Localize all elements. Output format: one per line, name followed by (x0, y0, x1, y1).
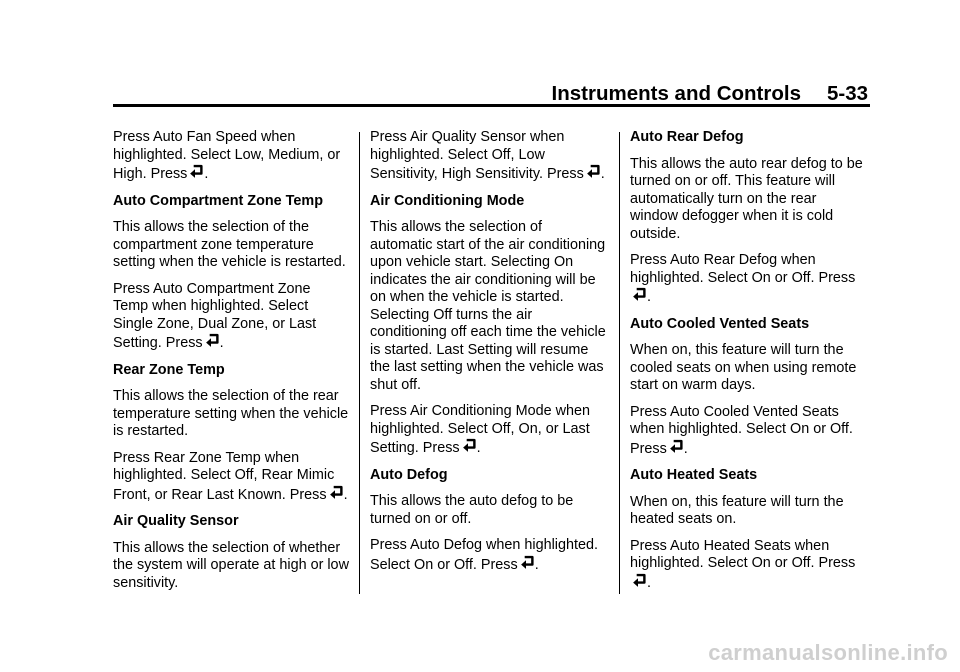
trailing-punctuation: . (476, 440, 481, 456)
paragraph-text: This allows the selection of whether the… (113, 539, 349, 591)
body-paragraph: When on, this feature will turn the cool… (630, 342, 866, 395)
paragraph-text: Press Auto Cooled Vented Seats when high… (630, 403, 853, 457)
page-header: Instruments and Controls 5-33 (552, 82, 868, 106)
body-paragraph: This allows the selection of whether the… (113, 540, 349, 593)
paragraph-text: Press Auto Heated Seats when highlighted… (630, 537, 856, 572)
enter-select-icon (632, 287, 647, 302)
paragraph-text: This allows the auto defog to be turned … (370, 493, 574, 527)
enter-select-icon (669, 439, 684, 454)
column-divider (619, 132, 620, 594)
section-heading: Air Conditioning Mode (370, 193, 606, 211)
paragraph-text: Auto Heated Seats (630, 467, 758, 483)
trailing-punctuation: . (647, 574, 651, 591)
body-paragraph: Press Auto Fan Speed when highlighted. S… (113, 129, 349, 184)
paragraph-text: This allows the auto rear defog to be tu… (630, 155, 863, 242)
paragraph-text: Auto Rear Defog (630, 129, 744, 145)
body-paragraph: This allows the selection of the rear te… (113, 388, 349, 441)
enter-select-icon (189, 164, 204, 179)
paragraph-text: Press Auto Compartment Zone Temp when hi… (113, 280, 317, 352)
paragraph-text: This allows the selection of the compart… (113, 219, 346, 270)
body-paragraph: This allows the selection of the compart… (113, 219, 349, 272)
paragraph-text: Air Quality Sensor (113, 513, 239, 529)
section-heading: Auto Heated Seats (630, 467, 866, 485)
body-paragraph: This allows the auto rear defog to be tu… (630, 156, 866, 244)
trailing-punctuation: . (647, 289, 651, 305)
paragraph-text: Auto Cooled Vented Seats (630, 315, 810, 332)
column-1: Press Auto Fan Speed when highlighted. S… (113, 129, 349, 601)
trailing-punctuation: . (219, 335, 224, 351)
body-paragraph: Press Rear Zone Temp when highlighted. S… (113, 450, 349, 505)
body-paragraph: This allows the selection of automatic s… (370, 219, 606, 394)
paragraph-text: When on, this feature will turn the cool… (630, 342, 857, 393)
header-rule (113, 104, 870, 107)
enter-select-icon (632, 573, 647, 588)
paragraph-text: Press Auto Fan Speed when highlighted. S… (113, 129, 341, 182)
trailing-punctuation: . (204, 166, 209, 182)
body-paragraph: Press Auto Heated Seats when highlighted… (630, 538, 866, 593)
body-paragraph: Press Air Quality Sensor when highlighte… (370, 129, 606, 184)
enter-select-icon (205, 333, 220, 348)
enter-select-icon (520, 555, 535, 570)
column-divider (359, 132, 360, 594)
paragraph-text: Auto Defog (370, 466, 448, 483)
paragraph-text: Press Auto Rear Defog when highlighted. … (630, 252, 856, 286)
paragraph-text: Auto Compartment Zone Temp (113, 192, 323, 209)
paragraph-text: Rear Zone Temp (113, 361, 225, 378)
paragraph-text: Press Air Quality Sensor when highlighte… (370, 129, 584, 182)
enter-select-icon (462, 438, 477, 453)
trailing-punctuation: . (683, 440, 688, 457)
paragraph-text: This allows the selection of automatic s… (370, 219, 606, 393)
body-paragraph: Press Auto Cooled Vented Seats when high… (630, 404, 866, 459)
trailing-punctuation: . (343, 486, 348, 503)
paragraph-text: Press Rear Zone Temp when highlighted. S… (113, 449, 335, 503)
body-paragraph: Press Auto Compartment Zone Temp when hi… (113, 281, 349, 353)
body-paragraph: This allows the auto defog to be turned … (370, 493, 606, 528)
section-heading: Auto Compartment Zone Temp (113, 193, 349, 211)
section-heading: Auto Cooled Vented Seats (630, 316, 866, 334)
watermark: carmanualsonline.info (708, 640, 948, 665)
paragraph-text: Press Auto Defog when highlighted. Selec… (370, 537, 599, 573)
page-number: 5-33 (826, 82, 868, 105)
body-paragraph: Press Auto Rear Defog when highlighted. … (630, 252, 866, 307)
body-paragraph: When on, this feature will turn the heat… (630, 494, 866, 529)
trailing-punctuation: . (600, 166, 605, 182)
enter-select-icon (586, 164, 601, 179)
section-heading: Rear Zone Temp (113, 362, 349, 380)
paragraph-text: This allows the selection of the rear te… (113, 388, 349, 439)
body-paragraph: Press Auto Defog when highlighted. Selec… (370, 537, 606, 574)
section-heading: Air Quality Sensor (113, 513, 349, 531)
paragraph-text: When on, this feature will turn the heat… (630, 493, 844, 528)
section-title: Instruments and Controls (551, 82, 801, 105)
enter-select-icon (329, 485, 344, 500)
paragraph-text: Air Conditioning Mode (370, 192, 525, 209)
body-paragraph: Press Air Conditioning Mode when highlig… (370, 403, 606, 458)
trailing-punctuation: . (534, 556, 539, 573)
column-2: Press Air Quality Sensor when highlighte… (370, 129, 606, 583)
section-heading: Auto Defog (370, 467, 606, 485)
paragraph-text: Press Air Conditioning Mode when highlig… (370, 403, 590, 456)
section-heading: Auto Rear Defog (630, 129, 866, 147)
